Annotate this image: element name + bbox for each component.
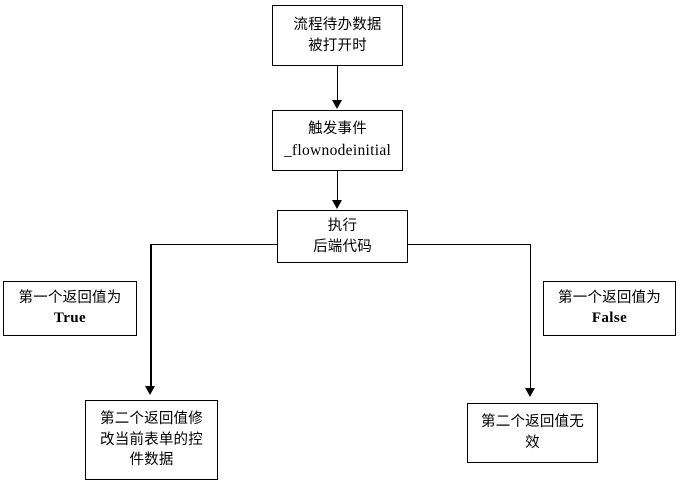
node-true-line-2: True bbox=[53, 310, 87, 327]
node-false-line-1: 第一个返回值为 bbox=[558, 289, 661, 306]
node-start-line-1: 流程待办数据 bbox=[293, 16, 382, 33]
node-second-return-invalid[interactable]: 第二个返回值无 效 bbox=[467, 403, 598, 463]
node-label-return-false[interactable]: 第一个返回值为 False bbox=[543, 281, 676, 336]
node-true-line-1: 第一个返回值为 bbox=[18, 289, 122, 306]
connector-exec-right-vertical bbox=[529, 243, 532, 390]
node-modify-line-3: 件数据 bbox=[129, 452, 174, 469]
arrowhead-event bbox=[331, 100, 342, 109]
node-label-return-true[interactable]: 第一个返回值为 True bbox=[3, 281, 137, 336]
connector-exec-right-horizontal bbox=[407, 243, 531, 246]
node-start-line-2: 被打开时 bbox=[308, 37, 367, 54]
arrowhead-exec bbox=[331, 200, 342, 209]
node-modify-line-1: 第二个返回值修 bbox=[100, 411, 203, 428]
connector-event-to-exec bbox=[336, 171, 339, 202]
node-modify-line-2: 改当前表单的控 bbox=[100, 431, 203, 448]
node-modify-form-control-data[interactable]: 第二个返回值修 改当前表单的控 件数据 bbox=[85, 400, 218, 480]
arrowhead-modify bbox=[145, 386, 156, 395]
arrowhead-invalid bbox=[524, 388, 535, 397]
connector-exec-left-vertical bbox=[150, 243, 152, 388]
connector-start-to-event bbox=[336, 66, 339, 102]
node-invalid-line-2: 效 bbox=[525, 435, 540, 451]
node-trigger-event[interactable]: 触发事件 _flownodeinitial bbox=[272, 110, 403, 171]
node-false-line-2: False bbox=[591, 310, 628, 327]
node-event-line-2: _flownodeinitial bbox=[283, 141, 392, 159]
node-exec-line-1: 执行 bbox=[327, 217, 358, 234]
node-exec-line-2: 后端代码 bbox=[313, 238, 372, 255]
node-invalid-line-1: 第二个返回值无 bbox=[481, 414, 584, 431]
node-event-line-1: 触发事件 bbox=[308, 121, 367, 138]
node-execute-backend-code[interactable]: 执行 后端代码 bbox=[277, 210, 408, 263]
node-start-trigger[interactable]: 流程待办数据 被打开时 bbox=[272, 5, 403, 66]
connector-exec-left-horizontal bbox=[150, 243, 278, 246]
